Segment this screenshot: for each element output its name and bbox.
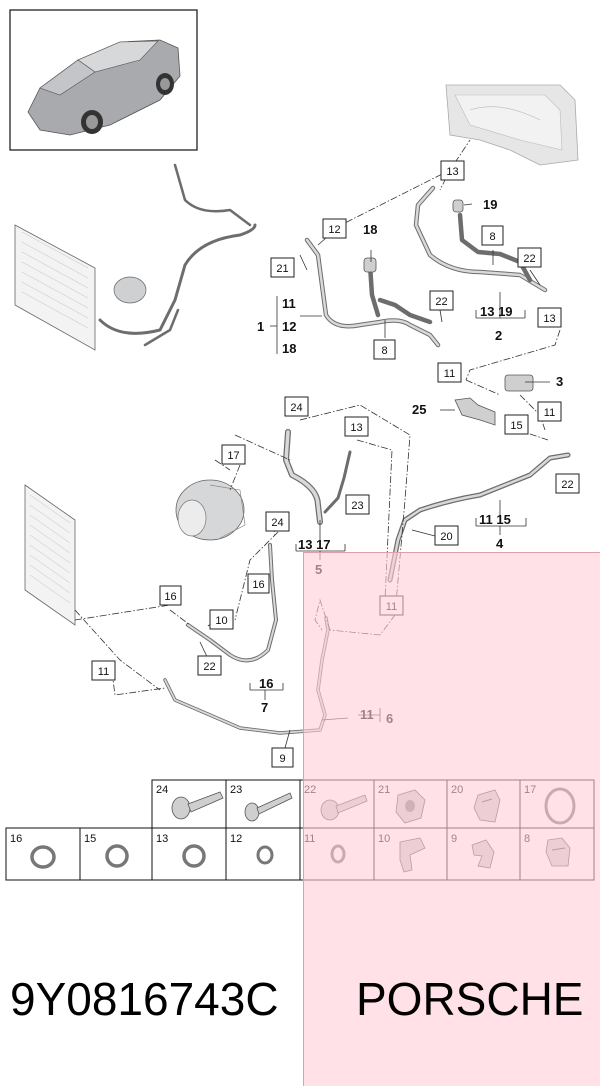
hose-group-4 — [387, 374, 571, 583]
o-ring-15-drawing — [105, 844, 129, 868]
callout-13: 13 — [344, 416, 369, 437]
hose-group-1 — [304, 237, 441, 348]
svg-text:22: 22 — [435, 296, 447, 308]
hose-group-5 — [283, 429, 352, 525]
callout-22: 22 — [517, 247, 542, 268]
parts-cell — [79, 827, 153, 881]
group-1-item: 12 — [282, 319, 296, 334]
callout-16: 16 — [159, 585, 182, 606]
callout-17: 17 — [221, 444, 246, 465]
hose-group-2 — [413, 185, 548, 293]
svg-text:13: 13 — [543, 313, 555, 325]
condenser-upper — [14, 163, 257, 351]
svg-text:15: 15 — [510, 420, 522, 432]
parts-cell — [225, 779, 301, 829]
svg-text:13: 13 — [446, 166, 458, 178]
callout-8: 8 — [481, 225, 504, 246]
group-1-number: 1 — [257, 319, 264, 334]
part-number: 24 — [156, 784, 168, 796]
group-4-items: 11 15 — [479, 512, 511, 527]
svg-text:16: 16 — [164, 591, 176, 603]
callout-24: 24 — [265, 511, 290, 532]
callout-3: 3 — [556, 374, 563, 389]
svg-text:22: 22 — [561, 479, 573, 491]
parts-cell — [225, 827, 301, 881]
callout-22: 22 — [429, 290, 454, 311]
bolt-23-drawing — [244, 792, 293, 822]
callout-12: 12 — [322, 218, 347, 239]
svg-text:8: 8 — [489, 231, 495, 243]
brand-label: PORSCHE — [356, 973, 584, 1025]
svg-text:13: 13 — [350, 422, 362, 434]
callout-18: 18 — [363, 222, 377, 237]
parts-cell — [151, 827, 227, 881]
callout-22: 22 — [197, 655, 222, 676]
body-structure — [445, 84, 579, 166]
callout-20: 20 — [434, 525, 459, 546]
part-number: 13 — [156, 833, 168, 845]
callout-13: 13 — [440, 160, 465, 181]
callout-11: 11 — [437, 362, 462, 383]
svg-text:17: 17 — [227, 450, 239, 462]
part-number: 23 — [230, 784, 242, 796]
group-5-items: 13 17 — [298, 537, 331, 552]
svg-text:23: 23 — [351, 500, 363, 512]
hose-group-7 — [186, 543, 278, 663]
part-number-label: 9Y0816743C — [10, 973, 279, 1025]
group-4-number: 4 — [496, 536, 504, 551]
svg-text:21: 21 — [276, 263, 288, 275]
svg-text:16: 16 — [252, 579, 264, 591]
svg-text:12: 12 — [328, 224, 340, 236]
group-7-items: 16 — [259, 676, 273, 691]
part-number: 15 — [84, 833, 96, 845]
callout-16: 16 — [247, 573, 270, 594]
svg-text:24: 24 — [290, 402, 302, 414]
group-1-item: 18 — [282, 341, 296, 356]
callout-15: 15 — [504, 414, 529, 435]
parts-cell — [5, 827, 81, 881]
callout-24: 24 — [284, 396, 309, 417]
callout-25: 25 — [412, 402, 426, 417]
group-7-number: 7 — [261, 700, 268, 715]
svg-text:11: 11 — [444, 368, 455, 380]
part-number: 16 — [10, 833, 22, 845]
svg-text:22: 22 — [203, 661, 215, 673]
o-ring-13-drawing — [182, 844, 206, 868]
svg-text:9: 9 — [279, 753, 285, 765]
callouts: 13 12 21 8 22 22 8 13 11 11 15 22 24 13 … — [91, 160, 580, 768]
callout-8: 8 — [373, 339, 396, 360]
svg-text:22: 22 — [523, 253, 535, 265]
callout-13: 13 — [537, 307, 562, 328]
svg-text:20: 20 — [440, 531, 452, 543]
svg-text:8: 8 — [381, 345, 387, 357]
group-1-item: 11 — [282, 296, 296, 311]
callout-19: 19 — [483, 197, 497, 212]
compressor — [175, 479, 246, 541]
o-ring-12-drawing — [256, 845, 274, 865]
o-ring-16-drawing — [30, 845, 56, 869]
svg-text:11: 11 — [544, 407, 555, 419]
part-number: 12 — [230, 833, 242, 845]
condenser-lower — [24, 484, 76, 626]
callout-11: 11 — [537, 401, 562, 422]
vehicle-thumbnail — [9, 9, 198, 151]
callout-22: 22 — [555, 473, 580, 494]
highlight-overlay — [303, 552, 600, 1086]
callout-11: 11 — [91, 660, 116, 681]
group-2-number: 2 — [495, 328, 502, 343]
callout-9: 9 — [271, 747, 294, 768]
group-2-items: 13 19 — [480, 304, 513, 319]
svg-text:11: 11 — [98, 666, 109, 678]
callout-21: 21 — [270, 257, 295, 278]
callout-23: 23 — [345, 494, 370, 515]
callout-10: 10 — [209, 609, 234, 630]
bolt-24-drawing — [171, 791, 224, 820]
svg-text:10: 10 — [215, 615, 227, 627]
svg-text:24: 24 — [271, 517, 283, 529]
